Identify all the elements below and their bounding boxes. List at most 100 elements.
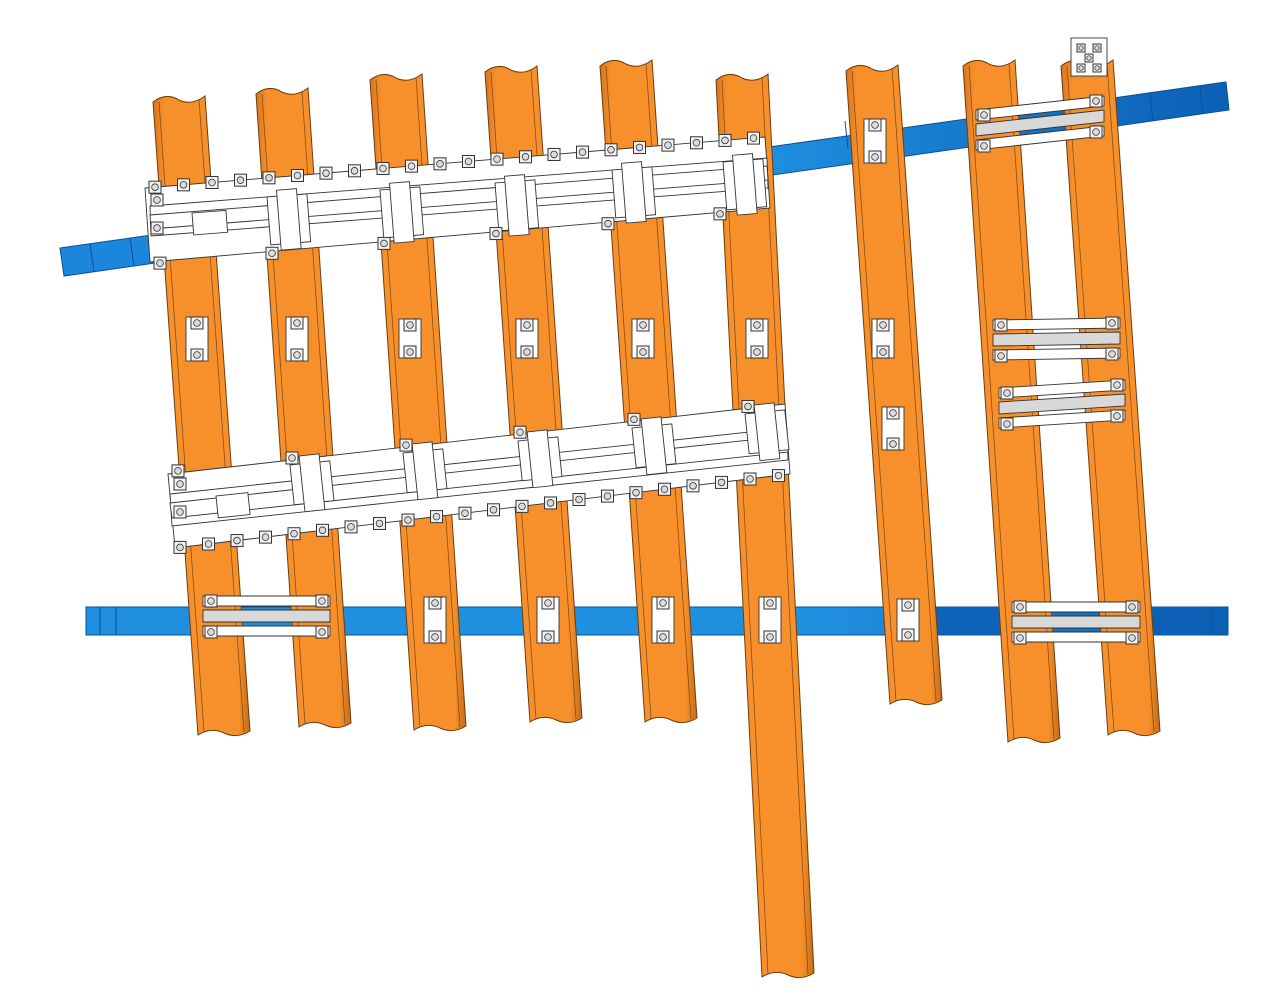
bolt-hole [607, 146, 615, 154]
bolt-hole [544, 599, 552, 607]
rail-bottom-end-shade [1150, 607, 1212, 635]
plate-tab-strip [640, 416, 668, 476]
bolt [627, 412, 641, 426]
bolt-hole [521, 153, 530, 161]
bolt-hole [904, 631, 912, 639]
bolt [636, 345, 650, 359]
bolt-hole [176, 543, 184, 552]
bolt-hole [489, 506, 498, 514]
plate-tab-upper [494, 174, 540, 237]
cross-plate-1-mid [975, 109, 1105, 137]
bolt-hole [1078, 45, 1084, 51]
bolt [234, 173, 247, 187]
bolt [541, 596, 555, 610]
bolt [747, 131, 760, 145]
bolt [763, 596, 777, 610]
bolt-hole [379, 164, 387, 173]
bolt-hole [997, 352, 1005, 360]
bolt-hole [889, 440, 897, 448]
bolt [487, 503, 500, 517]
bolt-hole [660, 485, 669, 494]
plate-tab-strip [732, 153, 758, 216]
bolt-hole [290, 529, 298, 538]
bolt-hole [174, 467, 182, 475]
bolt-hole [1078, 65, 1084, 71]
bolt [428, 596, 442, 610]
rail-top-joint [1199, 85, 1204, 115]
bolt-hole [639, 321, 647, 329]
bolt-hole [464, 157, 473, 166]
bolt-hole [404, 516, 412, 524]
bolt [1105, 316, 1119, 330]
sleeper-body [845, 64, 943, 706]
cross-plate-left-mid [202, 609, 331, 623]
bolt [636, 318, 650, 332]
bolt-hole [1108, 350, 1116, 358]
plate-tab-lower [631, 416, 677, 476]
bolt-hole [1092, 97, 1100, 105]
cross-plate-3-mid [998, 393, 1126, 415]
bolt-hole [1016, 603, 1024, 611]
bolt [403, 318, 417, 332]
bolt [316, 523, 329, 537]
bolt-hole [193, 319, 201, 327]
bolt-hole [176, 480, 184, 488]
bolt [656, 630, 670, 644]
bolt [519, 150, 532, 164]
sleeper-body [715, 73, 815, 979]
bolt [319, 166, 333, 180]
bolt [287, 527, 301, 541]
bolt [690, 136, 703, 150]
bolt [462, 154, 475, 168]
bolt-hole [523, 321, 531, 329]
bolt [1076, 63, 1086, 73]
bolt-hole [575, 495, 583, 504]
plate-tab-upper [611, 161, 657, 224]
bolt [490, 152, 504, 166]
bolt [515, 499, 529, 513]
plate-tab-upper [379, 181, 425, 244]
bolt-hole [1128, 603, 1136, 611]
bolt [686, 479, 700, 493]
bolt [315, 594, 329, 608]
bolt-hole [774, 471, 783, 480]
bolt [202, 537, 215, 551]
bolt-hole [208, 178, 216, 187]
plate-tab-lower [402, 441, 448, 501]
cross-plate-left-bot [202, 625, 331, 637]
bolt-hole [871, 121, 879, 129]
bolt [173, 477, 187, 491]
bolt [344, 520, 358, 534]
bolt-hole [766, 599, 774, 607]
bolt-hole [461, 509, 469, 517]
bolt-hole [630, 415, 638, 424]
bolt-hole [689, 482, 697, 490]
plate-tab-strip [526, 429, 554, 489]
bolt [1125, 600, 1139, 614]
bolt-hole [659, 633, 667, 641]
bolt [177, 178, 190, 192]
bolt [513, 425, 527, 439]
bolt [541, 630, 555, 644]
cross-plate-4-mid [1011, 615, 1141, 629]
rail-top-joint [129, 237, 135, 267]
bolt-hole [578, 148, 587, 156]
sleeper-edge [891, 67, 937, 702]
bolt [876, 345, 890, 359]
bolt [291, 168, 304, 182]
bolt-hole [904, 601, 912, 609]
plate-tab-upper [266, 188, 312, 251]
bolt [713, 207, 727, 221]
bolt [401, 513, 415, 527]
bolt-hole [632, 488, 640, 497]
bolt-hole [407, 162, 416, 170]
bolt [520, 318, 534, 332]
bolt-hole [153, 224, 161, 232]
bolt-hole [431, 633, 439, 641]
plate-tab-strip [504, 174, 530, 237]
bolt-hole [744, 402, 752, 411]
bolt-hole [268, 249, 276, 258]
bolt-hole [318, 597, 326, 605]
plate-tab-lower [517, 429, 563, 489]
bolt-hole [980, 142, 988, 150]
